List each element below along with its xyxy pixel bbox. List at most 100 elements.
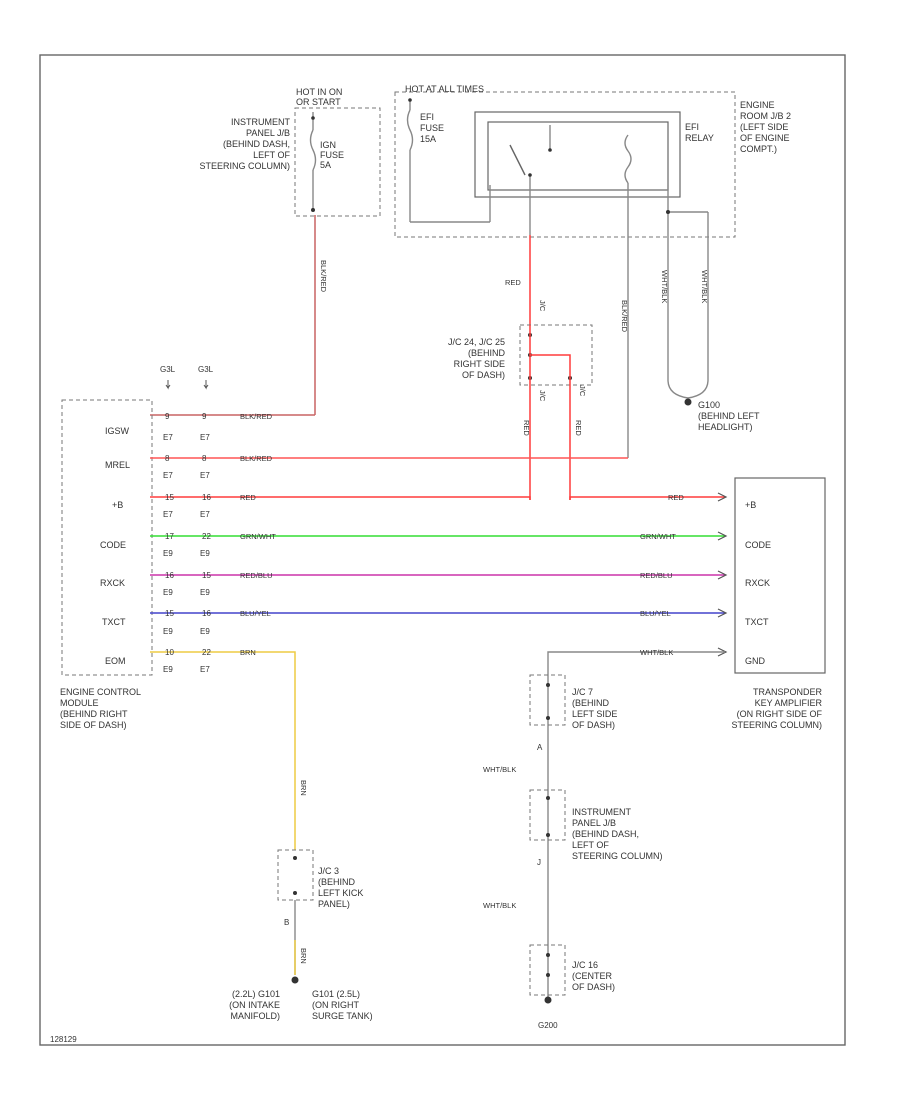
ecm-row-mrel: MREL 8 8 E7 E7 BLK/RED bbox=[105, 454, 628, 480]
ecm-pin-b: 9 bbox=[202, 412, 207, 421]
engine-room-jb-5: COMPT.) bbox=[740, 144, 777, 154]
ecm-header-arrow-left bbox=[165, 380, 171, 390]
ecm-pin-name: EOM bbox=[105, 656, 126, 666]
ecm-wire-label: BLU/YEL bbox=[240, 609, 271, 618]
hot-on-label-1: HOT IN ON bbox=[296, 87, 342, 97]
jc7-label-1: J/C 7 bbox=[572, 687, 593, 697]
wire-label-red-left: RED bbox=[522, 420, 531, 436]
pin-j-label: J bbox=[537, 858, 541, 867]
ecm-name-2: MODULE bbox=[60, 698, 99, 708]
ecm-header-arrow-right bbox=[203, 380, 209, 390]
g101-ground-icon bbox=[291, 976, 299, 984]
ecm-row-code: CODE 17 22 E9 E9 GRN/WHT GRN/WHT bbox=[100, 532, 725, 558]
jc24-pin-3: J/C bbox=[578, 385, 587, 397]
ground-left-3: MANIFOLD) bbox=[231, 1011, 281, 1021]
ecm-pin-name: IGSW bbox=[105, 426, 130, 436]
ecm-wire-label: RED bbox=[240, 493, 256, 502]
ground-middle-1: G101 (2.5L) bbox=[312, 989, 360, 999]
jc24-label-2: (BEHIND bbox=[468, 348, 506, 358]
jc24-block: J/C J/C J/C J/C 24, J/C 25 (BEHIND RIGHT… bbox=[448, 300, 593, 500]
ecm-row-plus-b: +B 15 16 E7 E7 RED RED bbox=[112, 493, 725, 519]
ecm-row-rxck: RXCK 16 15 E9 E9 RED/BLU RED/BLU bbox=[100, 571, 725, 597]
jc7-label-4: OF DASH) bbox=[572, 720, 615, 730]
ip-jb-top-5: STEERING COLUMN) bbox=[199, 161, 290, 171]
wire-label-red-right: RED bbox=[574, 420, 583, 436]
ecm-pin-a: 16 bbox=[165, 571, 174, 580]
ecm-wire-label-right: RED/BLU bbox=[640, 571, 673, 580]
g100-label-2: (BEHIND LEFT bbox=[698, 411, 760, 421]
arrow-rxck-icon bbox=[717, 570, 728, 580]
jc3-label-1: J/C 3 bbox=[318, 866, 339, 876]
relay-switch bbox=[509, 144, 526, 176]
jc24-label-1: J/C 24, J/C 25 bbox=[448, 337, 505, 347]
jc16-label-3: OF DASH) bbox=[572, 982, 615, 992]
jc7-label-2: (BEHIND bbox=[572, 698, 610, 708]
ecm-wire-label: BRN bbox=[240, 648, 256, 657]
jc24-label-4: OF DASH) bbox=[462, 370, 505, 380]
ip-jb-top-4: LEFT OF bbox=[253, 150, 290, 160]
ecm-wire-label: BLK/RED bbox=[240, 454, 273, 463]
ecm-name-4: SIDE OF DASH) bbox=[60, 720, 127, 730]
wire-label-whtblk-b: WHT/BLK bbox=[483, 901, 516, 910]
jc24-pin-1: J/C bbox=[538, 300, 547, 312]
engine-room-jb-4: OF ENGINE bbox=[740, 133, 790, 143]
pin-a-label: A bbox=[537, 743, 543, 752]
g100-label-1: G100 bbox=[698, 400, 720, 410]
ecm-row-igsw: IGSW 9 9 E7 E7 BLK/RED bbox=[105, 412, 273, 442]
ecm-pin-a: 15 bbox=[165, 609, 174, 618]
ip-jb-top-3: (BEHIND DASH, bbox=[223, 139, 290, 149]
ecm-header-right: G3L bbox=[198, 365, 214, 374]
ground-middle-3: SURGE TANK) bbox=[312, 1011, 373, 1021]
efi-fuse-label-1: EFI bbox=[420, 112, 434, 122]
amp-name-1: TRANSPONDER bbox=[753, 687, 823, 697]
ecm-conn-a: E9 bbox=[163, 588, 173, 597]
wire-label-blkred-top: BLK/RED bbox=[319, 260, 328, 293]
ecm-pin-b: 16 bbox=[202, 609, 211, 618]
ip-jb-bottom-5: STEERING COLUMN) bbox=[572, 851, 663, 861]
ecm-conn-a: E7 bbox=[163, 471, 173, 480]
footer-code: 128129 bbox=[50, 1035, 77, 1044]
ground-left-2: (ON INTAKE bbox=[229, 1000, 280, 1010]
ecm-conn-a: E9 bbox=[163, 549, 173, 558]
ip-jb-bottom-2: PANEL J/B bbox=[572, 818, 616, 828]
jc3-label-3: LEFT KICK bbox=[318, 888, 363, 898]
jc3-label-4: PANEL) bbox=[318, 899, 350, 909]
ecm-conn-a: E9 bbox=[163, 665, 173, 674]
amp-name-4: STEERING COLUMN) bbox=[731, 720, 822, 730]
ecm-pin-b: 22 bbox=[202, 648, 211, 657]
arrow-code-icon bbox=[717, 531, 728, 541]
ign-fuse-label-1: IGN bbox=[320, 140, 336, 150]
ecm-conn-b: E7 bbox=[200, 510, 210, 519]
ecm-pin-b: 8 bbox=[202, 454, 207, 463]
jb2-wires: RED BLK/RED WHT/BLK WHT/BLK G100 (BEHIND… bbox=[505, 235, 760, 458]
wire-label-whtblk-1: WHT/BLK bbox=[660, 270, 669, 303]
ground-left-1: (2.2L) G101 bbox=[232, 989, 280, 999]
ip-jb-bottom-4: LEFT OF bbox=[572, 840, 609, 850]
eom-chain: BRN J/C 3 (BEHIND LEFT KICK PANEL) B BRN… bbox=[229, 780, 373, 1021]
g100-label-3: HEADLIGHT) bbox=[698, 422, 753, 432]
ecm-conn-a: E7 bbox=[163, 433, 173, 442]
ecm-name-3: (BEHIND RIGHT bbox=[60, 709, 128, 719]
ecm-pin-name: MREL bbox=[105, 460, 130, 470]
ecm-pin-name: +B bbox=[112, 500, 123, 510]
ecm-block: G3L G3L IGSW 9 9 E7 E7 BLK/RED MREL 8 8 … bbox=[60, 365, 725, 850]
ecm-wire-label-right: GRN/WHT bbox=[640, 532, 676, 541]
jc7-label-3: LEFT SIDE bbox=[572, 709, 617, 719]
ecm-conn-b: E7 bbox=[200, 665, 210, 674]
gnd-chain: WHT/BLK J/C 7 (BEHIND LEFT SIDE OF DASH)… bbox=[483, 648, 725, 1030]
ecm-pin-name: CODE bbox=[100, 540, 126, 550]
ecm-row-eom: EOM 10 22 E9 E7 BRN bbox=[105, 648, 296, 850]
ecm-conn-b: E7 bbox=[200, 471, 210, 480]
igsw-wire: BLK/RED bbox=[150, 215, 328, 416]
ecm-pin-b: 22 bbox=[202, 532, 211, 541]
ecm-pin-a: 15 bbox=[165, 493, 174, 502]
ecm-pin-name: RXCK bbox=[100, 578, 125, 588]
jc16-label-1: J/C 16 bbox=[572, 960, 598, 970]
ecm-pin-name: TXCT bbox=[102, 617, 126, 627]
engine-room-jb-block: HOT AT ALL TIMES EFI FUSE 15A EFI RELAY … bbox=[394, 84, 791, 238]
amp-gnd-wire-label: WHT/BLK bbox=[640, 648, 673, 657]
ign-fuse-icon bbox=[309, 129, 317, 171]
relay-coil-icon bbox=[624, 134, 632, 184]
ign-fuse-label-3: 5A bbox=[320, 160, 331, 170]
